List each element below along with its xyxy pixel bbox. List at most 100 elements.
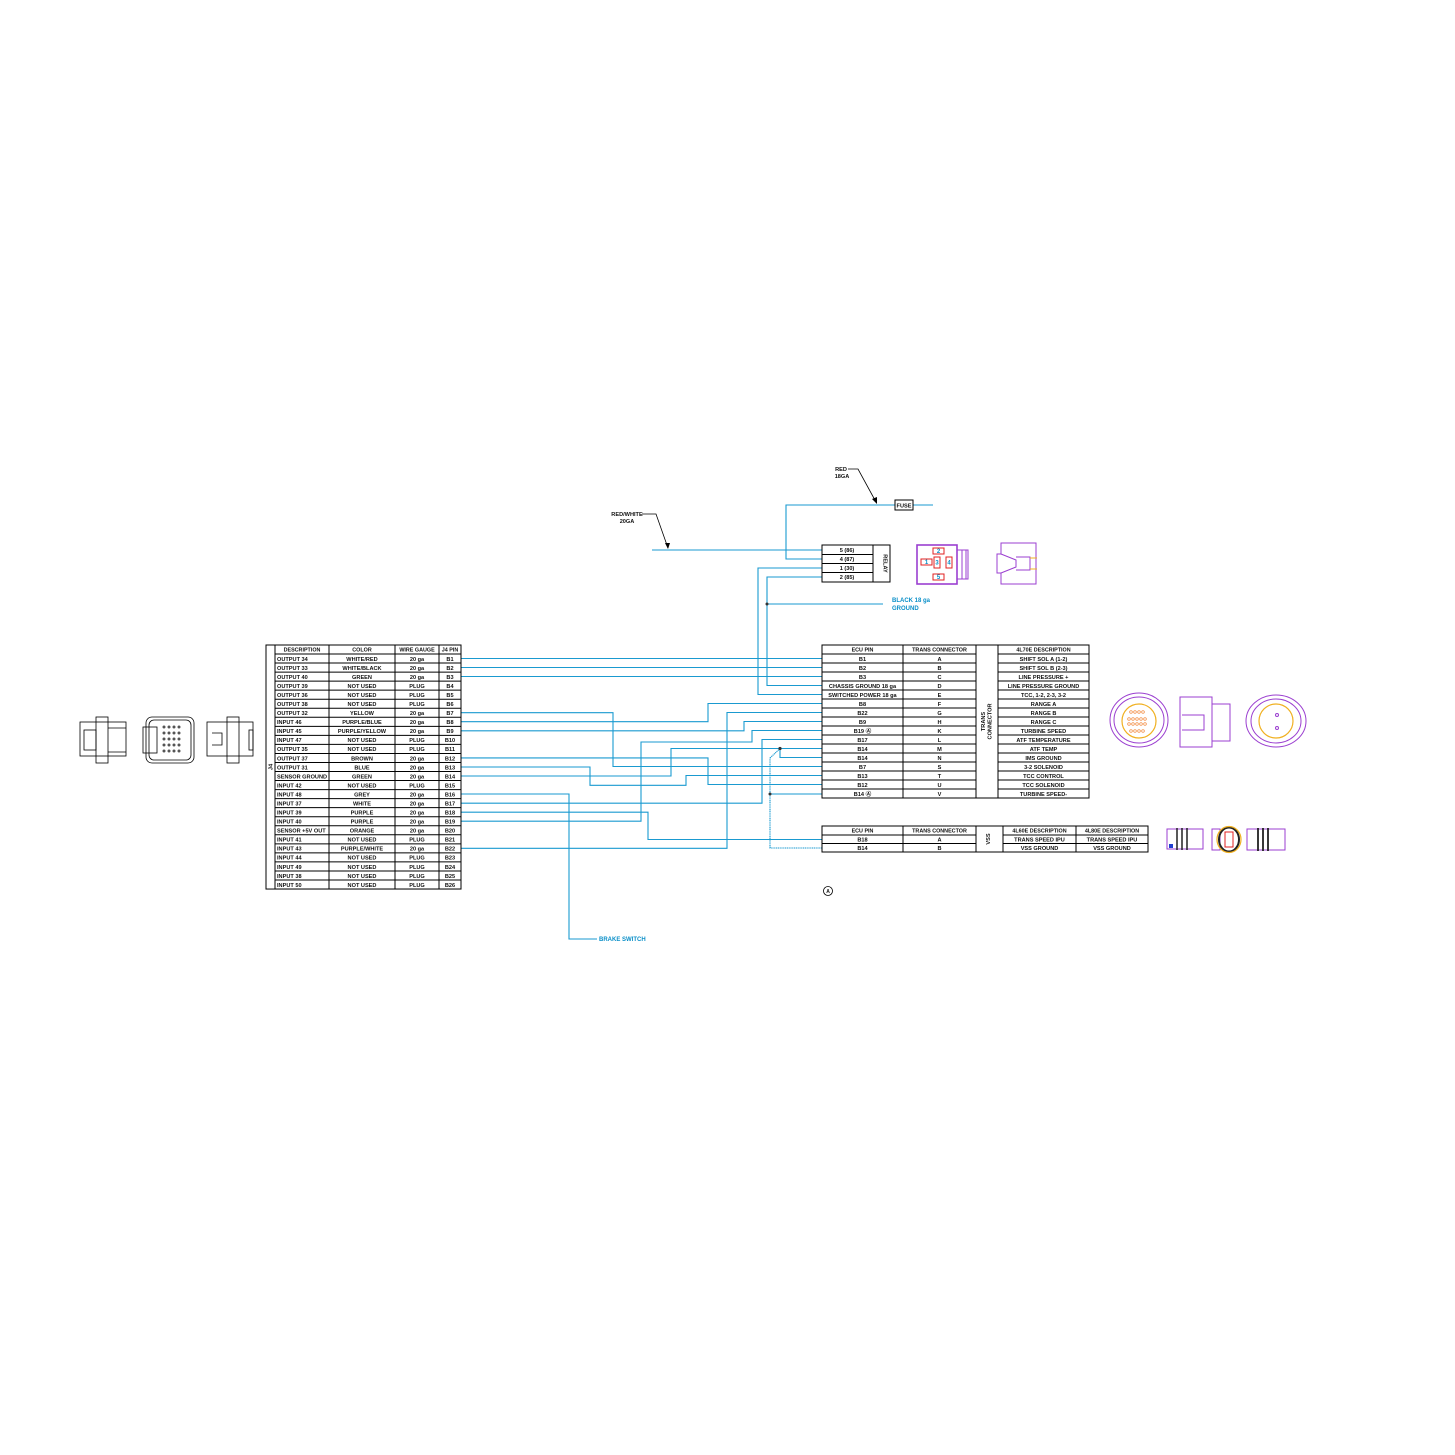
relay-pin-number: 3 xyxy=(935,561,939,567)
relay-pin: 4 (87) xyxy=(840,557,855,563)
wire-b8-f xyxy=(461,702,822,723)
wires xyxy=(461,504,933,940)
table-cell: E xyxy=(938,693,942,699)
table-cell: 20 ga xyxy=(410,820,425,826)
table-cell: B25 xyxy=(445,874,455,880)
table-cell: INPUT 48 xyxy=(277,792,302,798)
wire-m-n xyxy=(779,748,822,759)
table-cell: SENSOR +5V OUT xyxy=(277,829,326,835)
table-cell: OUTPUT 33 xyxy=(277,666,308,672)
column-header: J4 PIN xyxy=(442,648,459,654)
table-cell: PLUG xyxy=(409,856,425,862)
table-side-label: J4 xyxy=(269,763,275,770)
table-cell: INPUT 41 xyxy=(277,838,302,844)
table-cell: 20 ga xyxy=(410,675,425,681)
wire-b16-brake-switch xyxy=(461,793,597,940)
table-cell: 20 ga xyxy=(410,811,425,817)
table-cell: NOT USED xyxy=(348,702,377,708)
table-cell: U xyxy=(937,783,941,789)
junction-dot xyxy=(768,792,772,796)
column-header: 4L60E DESCRIPTION xyxy=(1012,829,1066,835)
table-cell: WHITE/BLACK xyxy=(342,666,381,672)
table-cell: A xyxy=(937,837,941,843)
table-cell: B5 xyxy=(446,693,453,699)
relay-pin-number: 2 xyxy=(937,549,941,555)
table-cell: PLUG xyxy=(409,838,425,844)
table-cell: INPUT 49 xyxy=(277,865,302,871)
table-cell: V xyxy=(938,792,942,798)
relay-pin: 5 (86) xyxy=(840,548,855,554)
column-header: ECU PIN xyxy=(852,648,874,654)
table-cell: B9 xyxy=(446,729,453,735)
table-cell: PLUG xyxy=(409,684,425,690)
table-cell: NOT USED xyxy=(348,693,377,699)
table-cell: GREY xyxy=(354,792,370,798)
table-cell: NOT USED xyxy=(348,684,377,690)
table-cell: 20 ga xyxy=(410,792,425,798)
table-cell: 20 ga xyxy=(410,729,425,735)
wire-b7-s xyxy=(461,712,822,768)
wire-b22-g xyxy=(461,711,822,849)
table-cell: TURBINE SPEED- xyxy=(1020,792,1067,798)
relay-pin: 2 (85) xyxy=(840,575,855,581)
table-cell: M xyxy=(937,747,942,753)
table-cell: B xyxy=(937,846,941,852)
table-side-label: TRANS xyxy=(981,712,987,732)
table-cell: TURBINE SPEED xyxy=(1021,729,1066,735)
fuse-label: FUSE xyxy=(897,504,912,510)
table-cell: 20 ga xyxy=(410,666,425,672)
table-cell: RANGE B xyxy=(1031,711,1057,717)
table-cell: IMS GROUND xyxy=(1025,756,1061,762)
table-cell: 20 ga xyxy=(410,765,425,771)
table-cell: B18 xyxy=(445,811,455,817)
red-white-label: RED/WHITE xyxy=(611,512,643,518)
table-cell: C xyxy=(937,675,941,681)
vss-connector-pictures xyxy=(1166,825,1286,854)
table-cell: B12 xyxy=(857,783,867,789)
table-cell: PLUG xyxy=(409,693,425,699)
wire-b12-u xyxy=(461,757,822,786)
table-cell: B7 xyxy=(859,765,866,771)
table-cell: PLUG xyxy=(409,783,425,789)
table-cell: B4 xyxy=(446,684,454,690)
table-cell: B20 xyxy=(445,829,455,835)
junction-dot xyxy=(765,602,769,606)
ecu-connector-side-1 xyxy=(79,716,127,764)
table-cell: ATF TEMP xyxy=(1030,747,1058,753)
table-cell: B22 xyxy=(445,847,455,853)
table-cell: F xyxy=(938,702,942,708)
column-header: WIRE GAUGE xyxy=(399,648,435,654)
table-cell: NOT USED xyxy=(348,883,377,889)
table-cell: B14 xyxy=(857,756,868,762)
wire-b14-m xyxy=(461,747,822,777)
column-header: 4L70E DESCRIPTION xyxy=(1016,648,1070,654)
table-cell: NOT USED xyxy=(348,865,377,871)
table-cell: INPUT 44 xyxy=(277,856,302,862)
ecu-connector-face xyxy=(142,716,195,764)
table-cell: PLUG xyxy=(409,738,425,744)
table-cell: PURPLE/WHITE xyxy=(341,847,384,853)
table-cell: OUTPUT 38 xyxy=(277,702,308,708)
fuse xyxy=(894,499,914,511)
table-cell: PLUG xyxy=(409,865,425,871)
relay-pin-number: 5 xyxy=(937,575,941,581)
column-header: 4L80E DESCRIPTION xyxy=(1085,829,1139,835)
table-cell: B2 xyxy=(446,666,453,672)
relay-pin-number: 4 xyxy=(947,561,951,567)
table-cell: TCC SOLENOID xyxy=(1022,783,1064,789)
table-side-label: VSS xyxy=(986,833,992,844)
table-cell: VSS GROUND xyxy=(1021,846,1059,852)
table-cell: B9 xyxy=(859,720,866,726)
table-cell: OUTPUT 34 xyxy=(277,657,309,663)
table-cell: NOT USED xyxy=(348,738,377,744)
table-cell: INPUT 45 xyxy=(277,729,302,735)
column-header: TRANS CONNECTOR xyxy=(912,648,967,654)
ground-label-2: GROUND xyxy=(892,606,919,612)
table-cell: B3 xyxy=(859,675,866,681)
table-cell: OUTPUT 37 xyxy=(277,756,308,762)
table-cell: SHIFT SOL B (2-3) xyxy=(1019,666,1067,672)
wire-relay87-fuse xyxy=(785,504,895,560)
wire-relay85-chassis-ground xyxy=(766,576,822,687)
